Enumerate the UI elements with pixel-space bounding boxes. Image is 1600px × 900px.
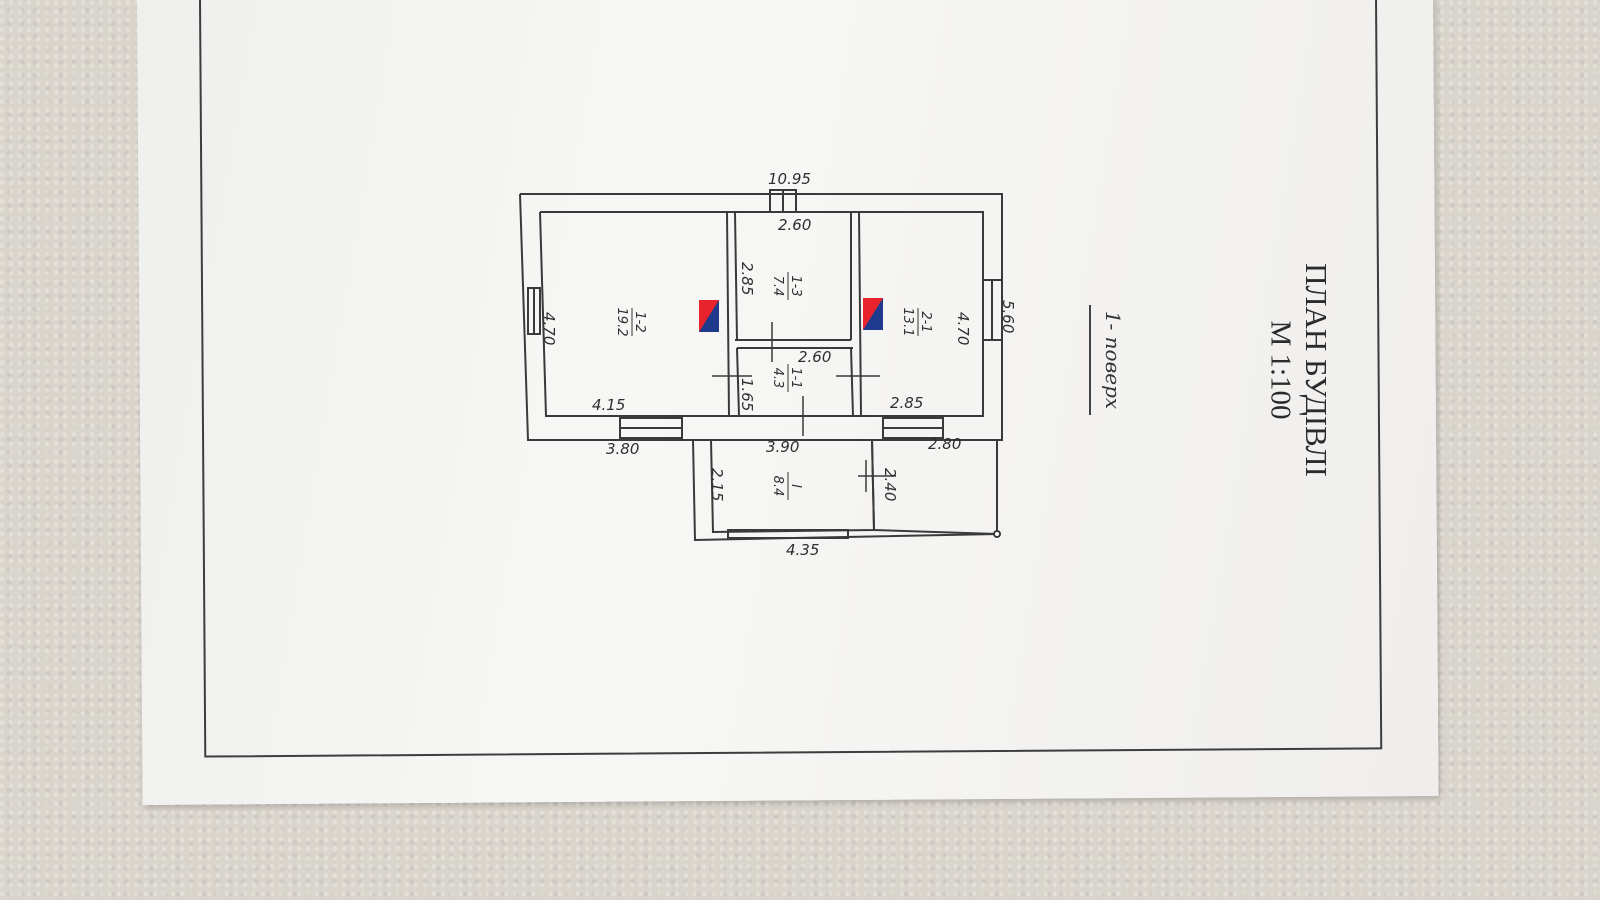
dim-porch-front: 3.90 (766, 438, 799, 456)
stove-icon-right (863, 298, 883, 330)
dim-porch-depth-right: 2.40 (881, 468, 899, 501)
svg-text:7.4: 7.4 (770, 276, 785, 297)
dim-room-1-3-width: 2.60 (778, 216, 811, 234)
svg-text:1-3: 1-3 (788, 275, 803, 296)
room-label-1-2: 1-2 19.2 (614, 308, 647, 337)
dim-room-1-1-width: 2.60 (798, 348, 831, 366)
room-label-porch: I 8.4 (770, 472, 803, 500)
dim-porch-depth-left: 2.15 (708, 468, 726, 501)
dim-room-2-1-width: 2.85 (890, 394, 923, 412)
dim-porch-right: 2.80 (928, 435, 961, 453)
dim-room-1-1-depth: 1.65 (738, 378, 756, 411)
dim-room-1-2-width: 4.15 (592, 396, 625, 414)
dim-overall-depth: 5.60 (999, 300, 1017, 333)
plan-title: ПЛАН БУДІВЛІ М 1:100 (1238, 230, 1358, 510)
stove-icon-left (699, 300, 719, 332)
main-outer-wall (519, 193, 1003, 441)
svg-text:4.3: 4.3 (770, 368, 785, 389)
dim-room-1-3-depth: 2.85 (738, 262, 756, 295)
scale-text: М 1:100 (1264, 320, 1297, 420)
svg-text:1-2: 1-2 (632, 311, 647, 332)
svg-text:2-1: 2-1 (918, 311, 933, 332)
dim-overall-width: 10.95 (768, 170, 811, 188)
floor-text: 1- поверх (1101, 310, 1125, 410)
floor-label-underline (1089, 305, 1091, 415)
svg-text:19.2: 19.2 (614, 308, 629, 337)
room-label-1-3: 1-3 7.4 (770, 272, 803, 300)
dim-porch-left: 3.80 (606, 440, 639, 458)
main-inner-wall (539, 211, 984, 417)
dim-porch-width: 4.35 (786, 541, 819, 559)
svg-text:1-1: 1-1 (788, 367, 803, 388)
window-porch (727, 529, 849, 539)
room-label-2-1: 2-1 13.1 (900, 308, 933, 337)
room-label-1-1: 1-1 4.3 (770, 364, 803, 392)
svg-text:13.1: 13.1 (900, 308, 915, 337)
svg-text:I: I (788, 484, 803, 488)
floor-label: 1- поверх (1083, 305, 1143, 415)
svg-text:8.4: 8.4 (770, 476, 785, 497)
dim-room-2-1-depth: 4.70 (954, 312, 972, 345)
porch-outer-wall (692, 439, 998, 542)
title-text: ПЛАН БУДІВЛІ (1299, 263, 1334, 477)
dim-room-1-2-depth: 4.70 (540, 312, 558, 345)
